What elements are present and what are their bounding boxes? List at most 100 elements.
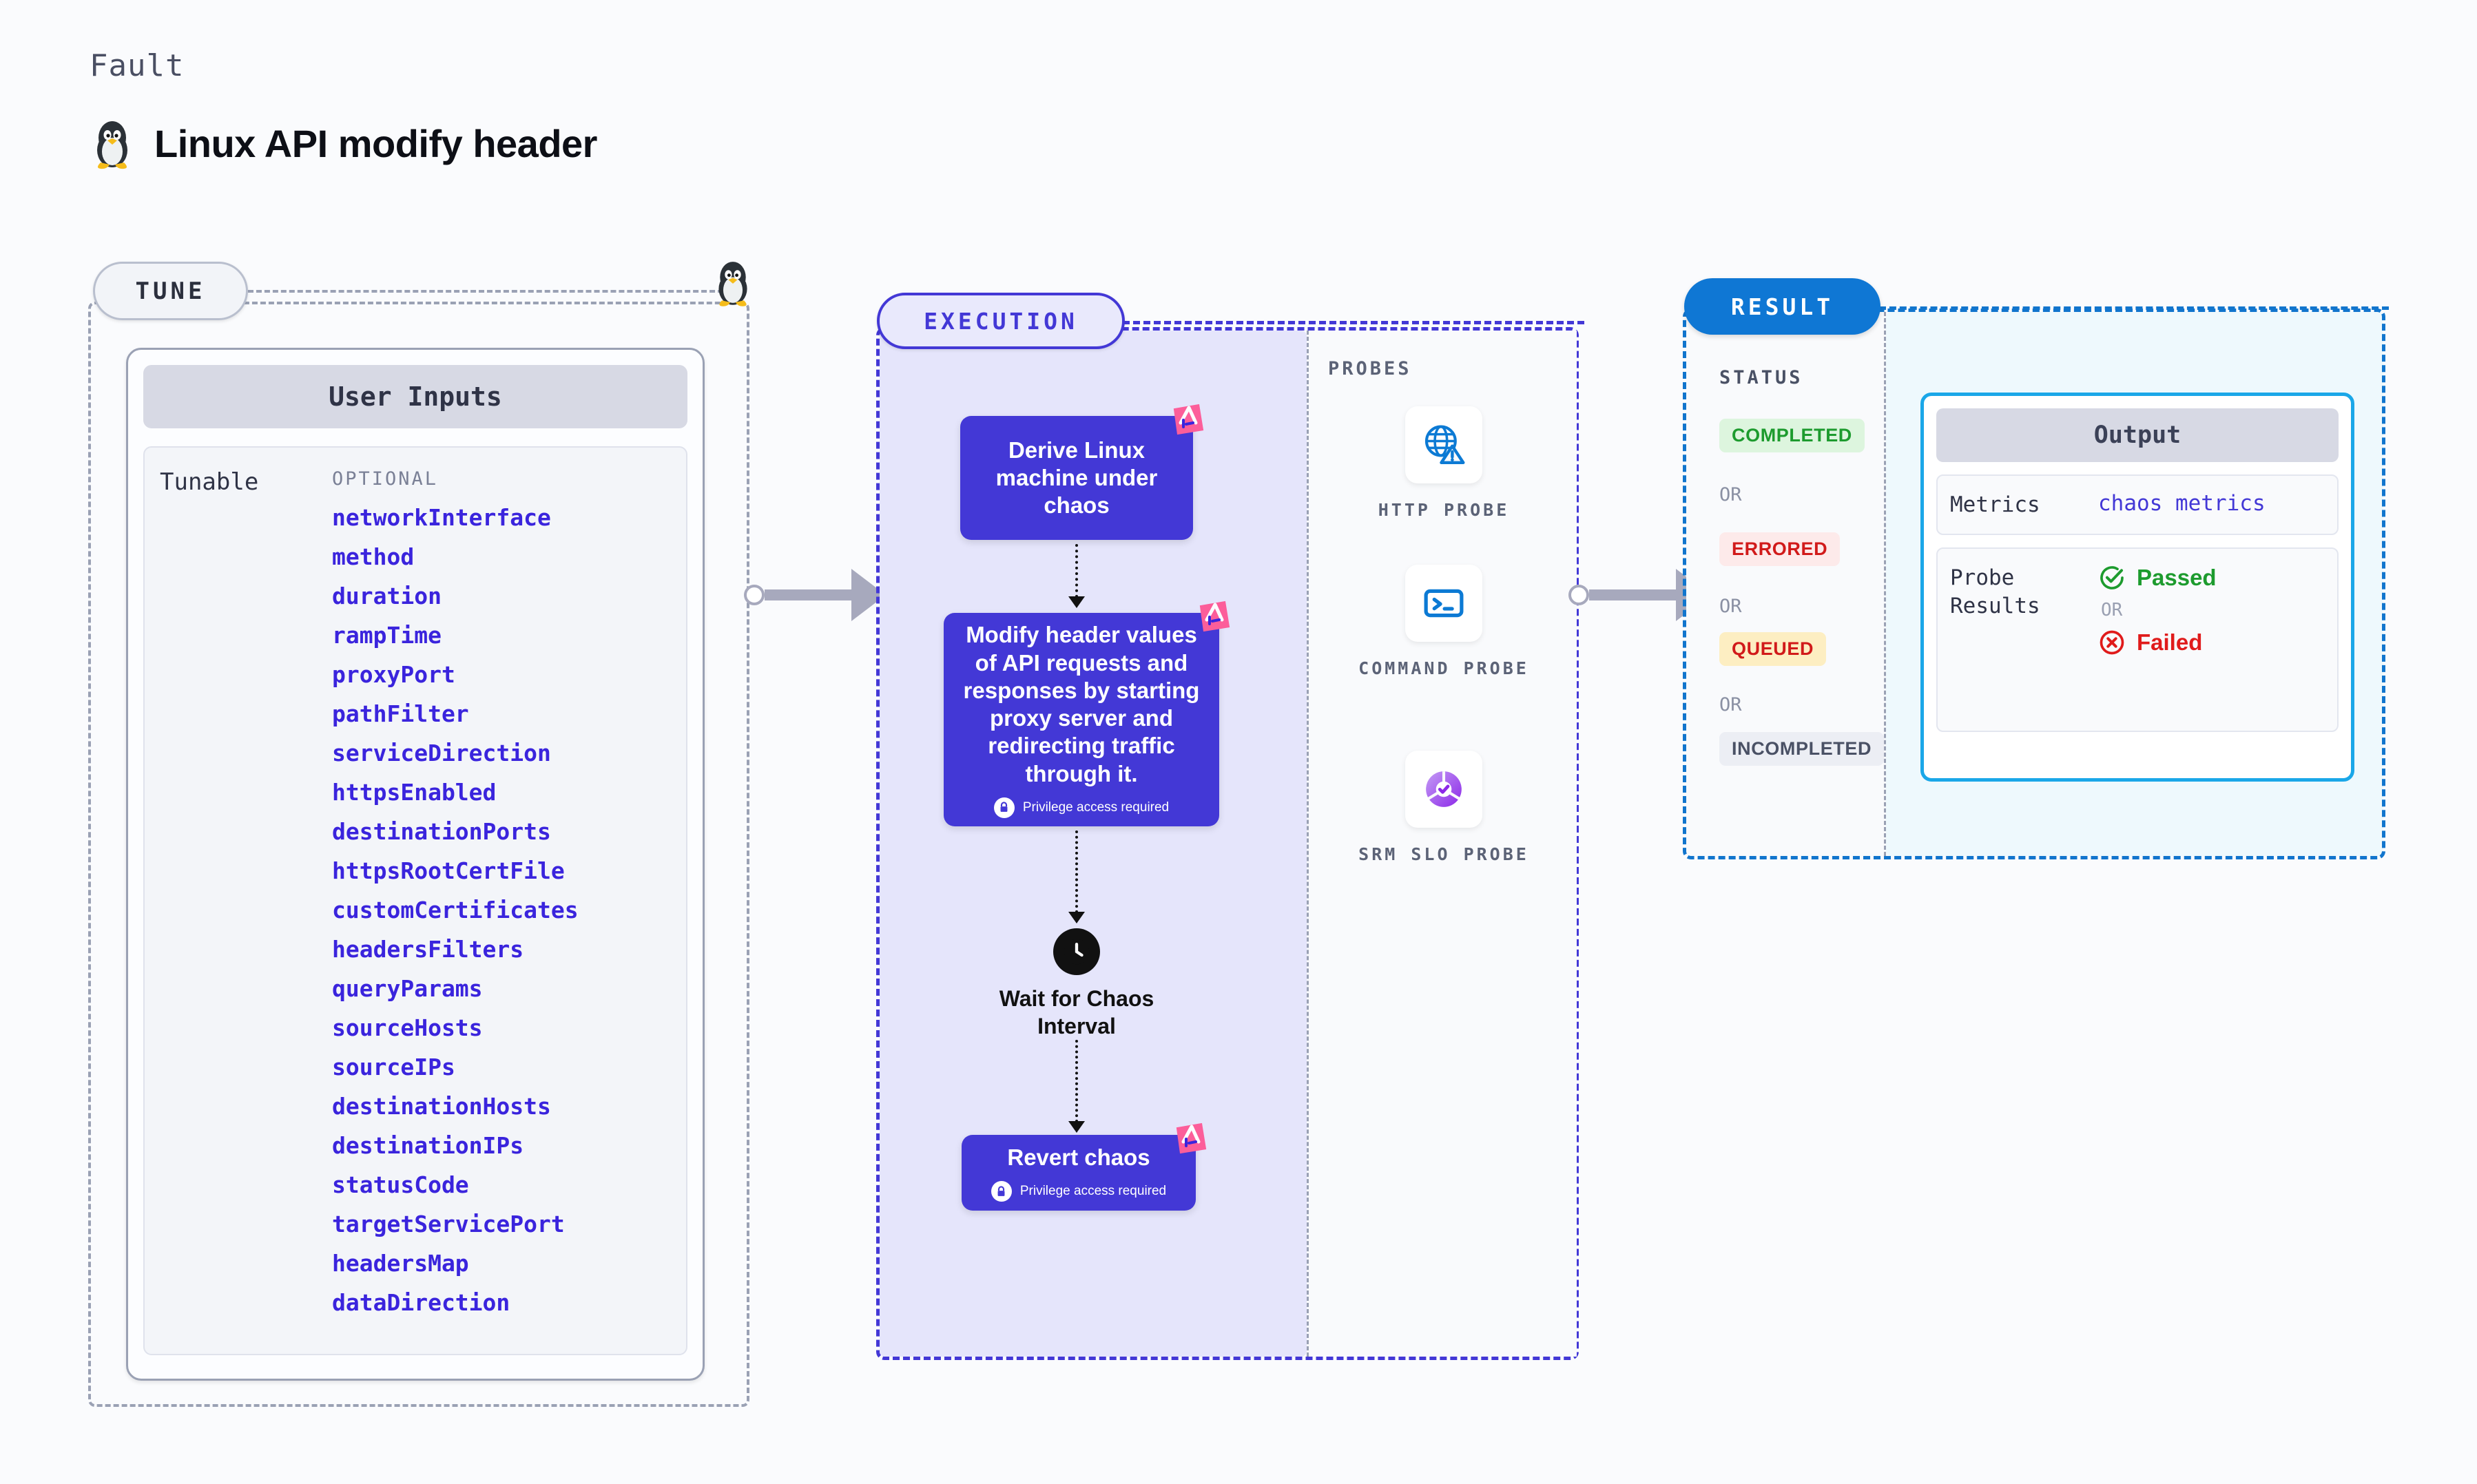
tune-dash-connector [248, 290, 723, 293]
result-pill[interactable]: RESULT [1684, 278, 1880, 335]
connector-bar [1589, 589, 1677, 600]
connector-dot-start [1568, 585, 1589, 605]
privilege-notice: Privilege access required [993, 797, 1169, 818]
result-region [1683, 309, 2385, 859]
connector-bar [765, 589, 853, 600]
probe-item-http[interactable]: HTTP PROBE [1309, 406, 1579, 522]
flow-arrow-3 [1075, 1040, 1078, 1122]
terminal-icon [1405, 565, 1482, 642]
page-title: Linux API modify header [154, 121, 597, 165]
tunable-param[interactable]: proxyPort [332, 661, 455, 688]
result-dash-connector [1879, 306, 2389, 310]
privilege-notice: Privilege access required [991, 1181, 1166, 1202]
tunable-param[interactable]: dataDirection [332, 1289, 510, 1316]
slo-donut-check-icon [1405, 751, 1482, 828]
execution-node-modify-header[interactable]: Modify header values of API requests and… [944, 600, 1230, 826]
tunable-param[interactable]: rampTime [332, 622, 442, 649]
execution-dash-connector [1123, 321, 1584, 324]
output-metrics-value[interactable]: chaos metrics [2098, 491, 2266, 516]
tunable-param[interactable]: duration [332, 583, 442, 609]
status-or-1: OR [1719, 484, 1742, 505]
privilege-label: Privilege access required [1019, 1184, 1167, 1199]
status-badge-errored: ERRORED [1719, 532, 1841, 566]
execution-region [876, 327, 1579, 1360]
tunable-param[interactable]: httpsRootCertFile [332, 857, 565, 884]
wait-for-chaos-interval: Wait for Chaos Interval [985, 928, 1168, 1040]
tunable-param[interactable]: headersFilters [332, 936, 524, 963]
harness-ribbon-icon [1199, 600, 1230, 632]
probes-panel: PROBES HTTP PROBE [1307, 331, 1577, 1357]
tunable-param[interactable]: customCertificates [332, 897, 579, 923]
result-status-column: STATUS COMPLETED OR ERRORED OR QUEUED OR… [1686, 312, 1886, 856]
execution-node-label: Modify header values of API requests and… [963, 622, 1200, 786]
globe-warning-icon [1405, 406, 1482, 483]
flow-arrow-1-head [1068, 596, 1085, 608]
status-title: STATUS [1719, 367, 1803, 388]
flow-arrow-2 [1075, 830, 1078, 913]
output-probe-results-row: Probe Results Passed OR Failed [1936, 547, 2339, 733]
output-metrics-key: Metrics [1950, 492, 2040, 517]
status-or-2: OR [1719, 596, 1742, 617]
tunable-param[interactable]: destinationIPs [332, 1132, 524, 1159]
tunable-param[interactable]: destinationHosts [332, 1093, 551, 1120]
tunable-param[interactable]: statusCode [332, 1171, 469, 1198]
status-badge-incompleted: INCOMPLETED [1719, 732, 1885, 766]
tunable-param[interactable]: method [332, 543, 415, 570]
linux-tux-icon [91, 117, 134, 169]
output-metrics-row: Metrics chaos metrics [1936, 474, 2339, 536]
harness-ribbon-icon [1173, 404, 1204, 435]
linux-tux-icon-marker [713, 258, 753, 311]
tunable-param[interactable]: networkInterface [332, 504, 551, 531]
tunable-param[interactable]: headersMap [332, 1250, 469, 1277]
connector-dot-start [744, 585, 765, 605]
probe-label: COMMAND PROBE [1358, 658, 1529, 678]
status-badge-queued: QUEUED [1719, 632, 1827, 666]
tunable-param[interactable]: pathFilter [332, 700, 469, 727]
x-circle-icon [2100, 630, 2124, 655]
tunable-param[interactable]: serviceDirection [332, 740, 551, 766]
output-probe-results-key: Probe Results [1950, 565, 2040, 618]
check-circle-icon [2100, 566, 2124, 590]
output-card: Output Metrics chaos metrics Probe Resul… [1920, 393, 2354, 782]
lock-icon [993, 797, 1015, 818]
probe-failed-label: Failed [2137, 629, 2203, 656]
page-header: Linux API modify header [91, 117, 597, 169]
tunable-param[interactable]: sourceHosts [332, 1014, 483, 1041]
tunable-param[interactable]: destinationPorts [332, 818, 551, 845]
page-eyebrow: Fault [90, 48, 185, 83]
flow-arrow-2-head [1068, 912, 1085, 923]
lock-icon [991, 1181, 1012, 1202]
tunable-param[interactable]: targetServicePort [332, 1211, 565, 1237]
user-inputs-card: User Inputs Tunable OPTIONAL networkInte… [126, 348, 705, 1381]
tunable-param[interactable]: httpsEnabled [332, 779, 497, 806]
wait-label: Wait for Chaos Interval [999, 986, 1154, 1038]
tunable-label: Tunable [160, 468, 259, 496]
user-inputs-title: User Inputs [143, 365, 687, 428]
output-title: Output [1936, 408, 2339, 462]
probe-result-passed: Passed [2098, 564, 2217, 592]
user-inputs-body: Tunable OPTIONAL networkInterface method d… [143, 446, 687, 1355]
tunable-param-list: OPTIONAL networkInterface method duration r… [332, 468, 579, 1347]
clock-icon [1053, 928, 1100, 975]
flow-arrow-3-head [1068, 1121, 1085, 1133]
probe-item-command[interactable]: COMMAND PROBE [1309, 565, 1579, 680]
optional-label: OPTIONAL [332, 468, 439, 490]
harness-ribbon-icon [1176, 1122, 1207, 1154]
probe-label: HTTP PROBE [1378, 500, 1510, 520]
execution-node-revert-chaos[interactable]: Revert chaos Privilege access required [962, 1122, 1207, 1211]
execution-node-derive-machine[interactable]: Derive Linux machine under chaos [960, 404, 1204, 540]
tune-pill[interactable]: TUNE [93, 262, 248, 320]
execution-node-label: Derive Linux machine under chaos [995, 437, 1158, 519]
execution-pill[interactable]: EXECUTION [877, 293, 1125, 349]
probe-results-values: Passed OR Failed [2098, 564, 2217, 715]
tunable-param[interactable]: queryParams [332, 975, 483, 1002]
probe-result-failed: Failed [2098, 629, 2217, 656]
probes-title: PROBES [1328, 358, 1412, 379]
probe-passed-label: Passed [2137, 565, 2217, 591]
probe-item-srm-slo[interactable]: SRM SLO PROBE [1309, 751, 1579, 866]
flow-arrow-1 [1075, 544, 1078, 598]
tune-region [88, 302, 749, 1407]
status-badge-completed: COMPLETED [1719, 419, 1865, 452]
tunable-param[interactable]: sourceIPs [332, 1054, 455, 1080]
